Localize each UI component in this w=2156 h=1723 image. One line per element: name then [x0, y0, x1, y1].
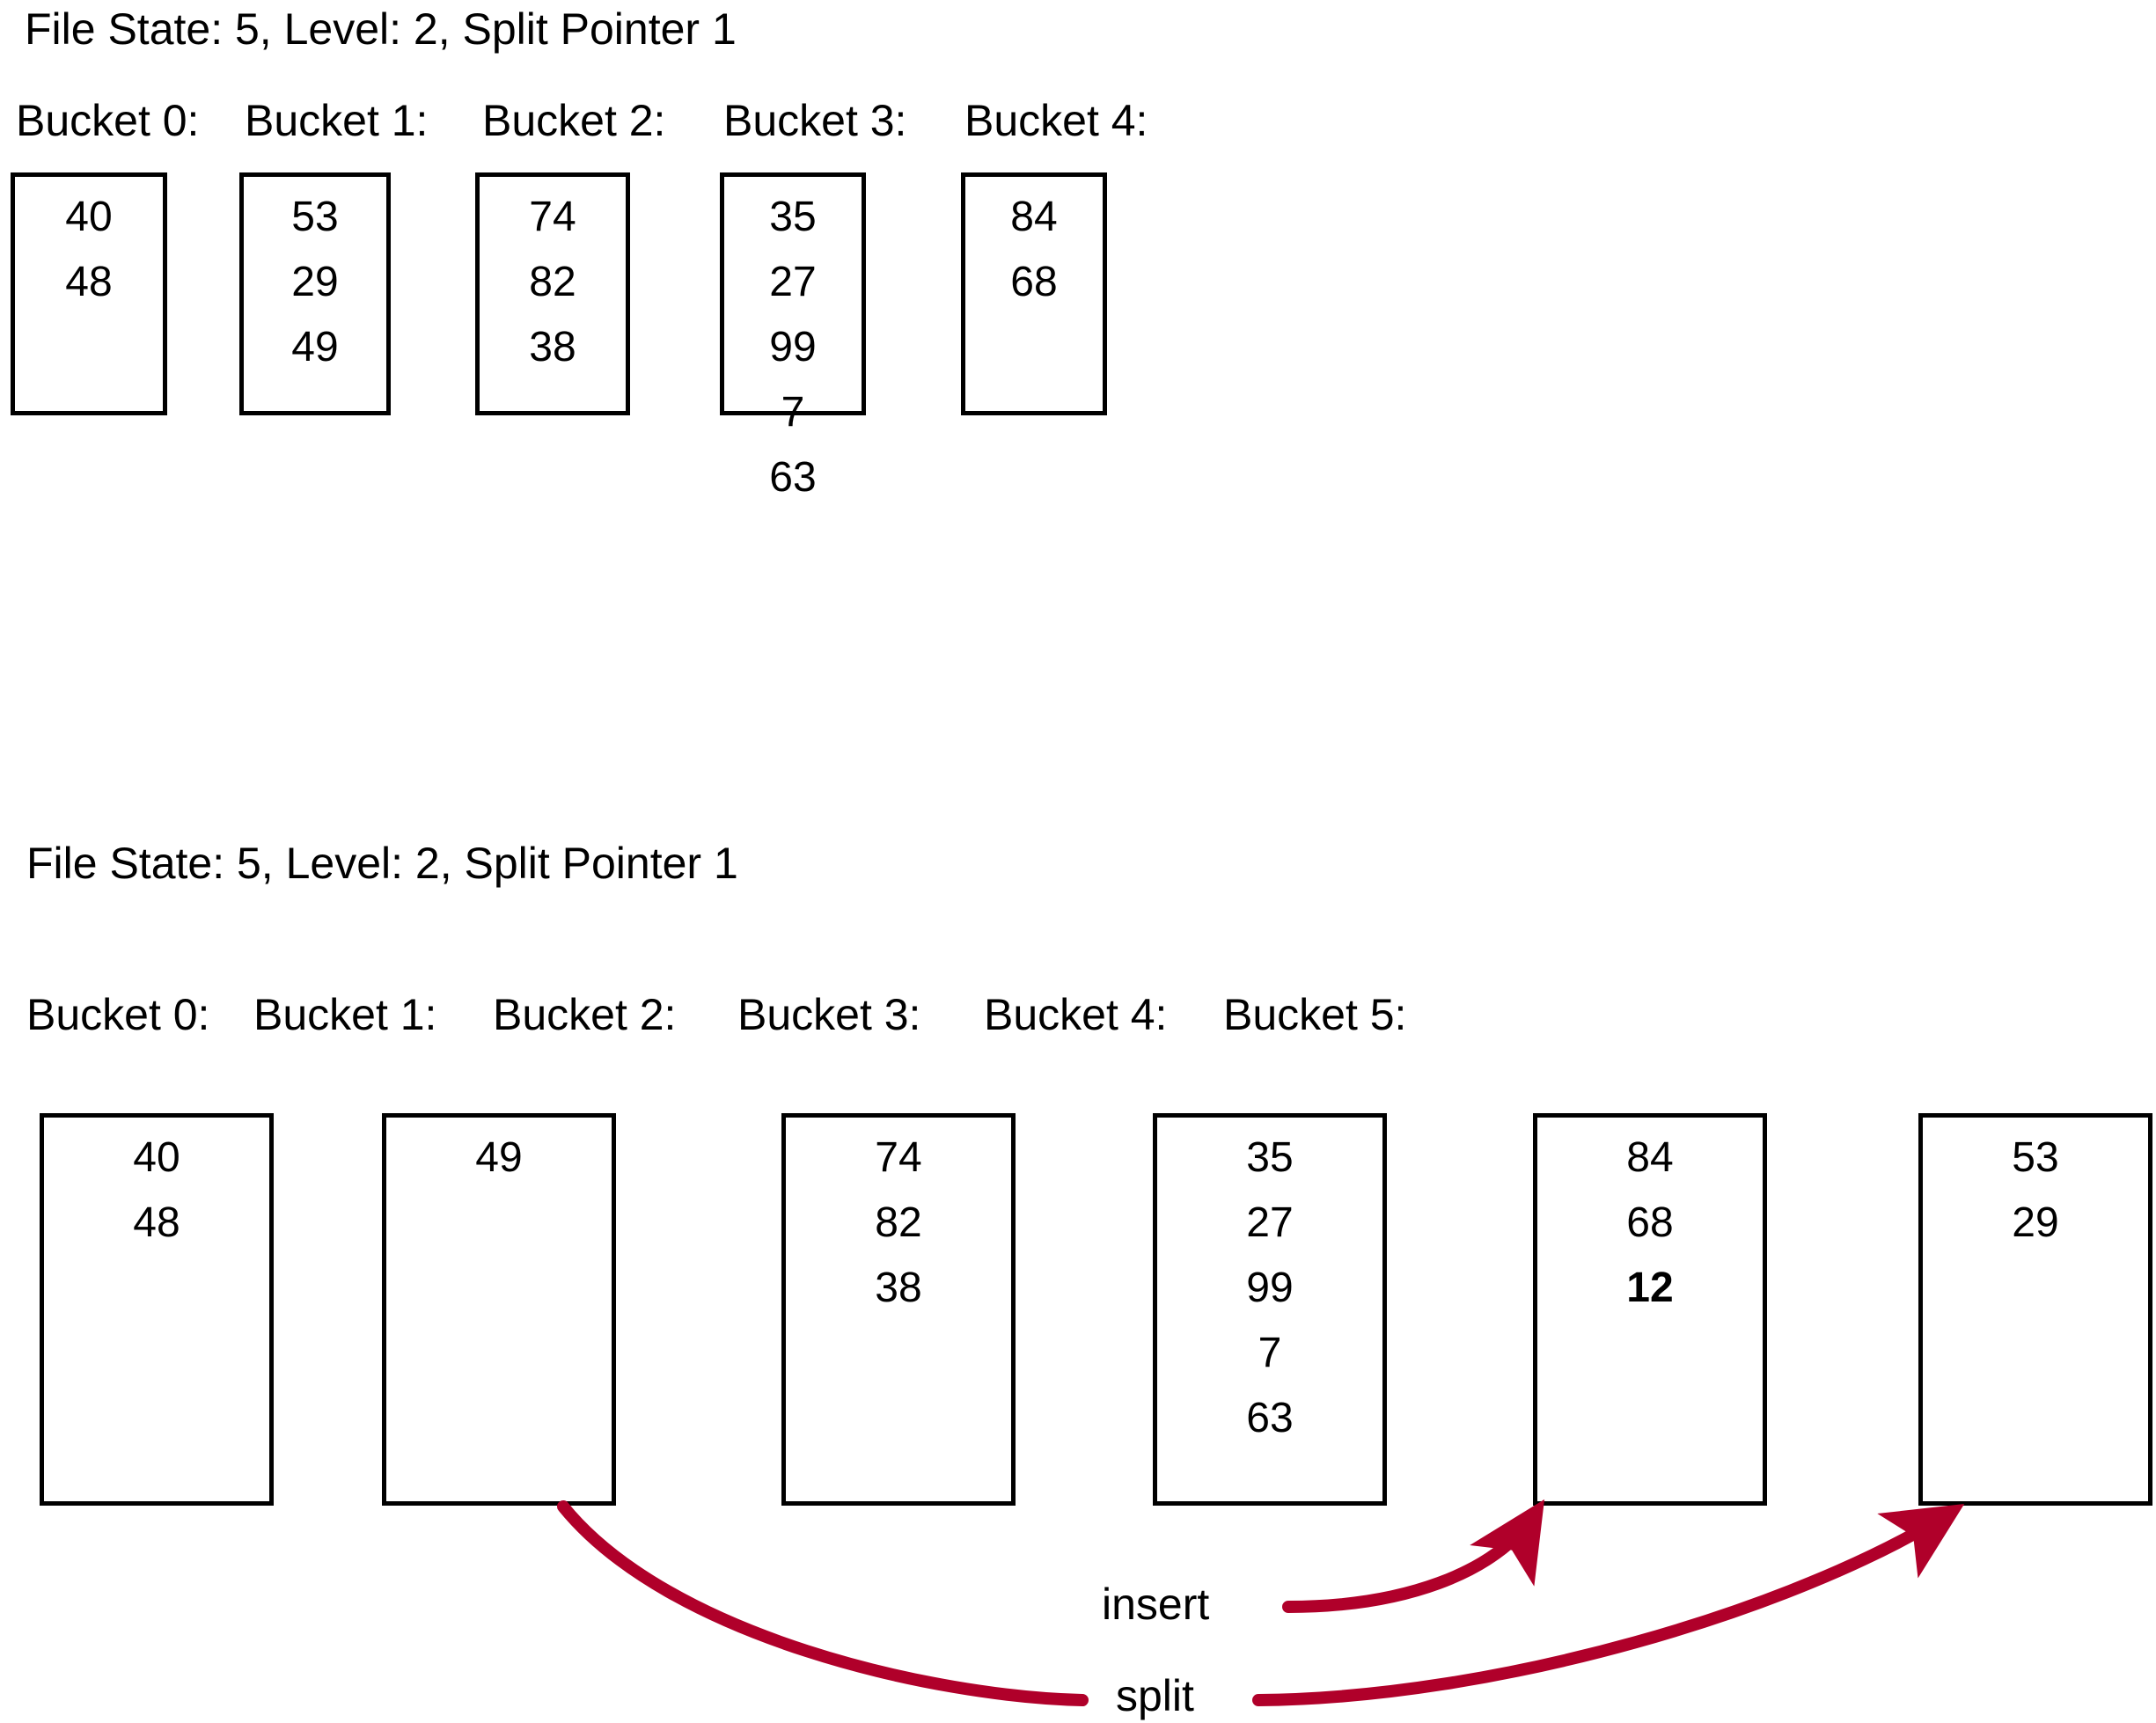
bucket-label-before-1: Bucket 1: — [245, 96, 429, 145]
split-arrow-left-segment — [557, 1500, 1089, 1706]
bucket-value: 35 — [769, 194, 817, 240]
bucket-box-before-0: 40 48 — [11, 172, 167, 415]
bucket-value: 7 — [781, 389, 805, 436]
bucket-values-after-3: 35 27 99 7 63 — [1157, 1137, 1382, 1463]
bucket-value: 82 — [875, 1199, 922, 1246]
bucket-label-before-4: Bucket 4: — [964, 96, 1148, 145]
bucket-values-after-0: 40 48 — [44, 1137, 269, 1267]
bucket-value: 84 — [1010, 194, 1058, 240]
bucket-value: 29 — [291, 259, 339, 305]
bucket-values-before-2: 74 82 38 — [480, 196, 626, 392]
bucket-value: 48 — [133, 1199, 180, 1246]
bucket-value: 63 — [769, 454, 817, 501]
bucket-values-before-1: 53 29 49 — [244, 196, 386, 392]
bucket-value: 63 — [1246, 1395, 1294, 1441]
bucket-value: 27 — [769, 259, 817, 305]
bucket-values-after-4: 84 68 12 — [1537, 1137, 1763, 1332]
bucket-value: 38 — [875, 1265, 922, 1311]
bucket-values-before-0: 40 48 — [15, 196, 163, 326]
bucket-value: 35 — [1246, 1134, 1294, 1181]
bucket-value: 74 — [529, 194, 576, 240]
insert-arrow — [1282, 1499, 1545, 1613]
bucket-box-before-2: 74 82 38 — [475, 172, 630, 415]
bucket-value: 84 — [1626, 1134, 1674, 1181]
insert-annotation-label: insert — [1102, 1580, 1210, 1629]
bucket-value: 82 — [529, 259, 576, 305]
bucket-label-after-5: Bucket 5: — [1223, 990, 1407, 1039]
bucket-value-inserted: 12 — [1626, 1265, 1674, 1311]
bucket-box-after-5: 53 29 — [1918, 1113, 2152, 1506]
file-state-title-after: File State: 5, Level: 2, Split Pointer 1 — [26, 839, 738, 888]
bucket-label-before-0: Bucket 0: — [16, 96, 200, 145]
bucket-value: 53 — [2012, 1134, 2059, 1181]
bucket-label-after-3: Bucket 3: — [737, 990, 921, 1039]
bucket-value: 68 — [1010, 259, 1058, 305]
bucket-value: 49 — [475, 1134, 523, 1181]
bucket-value: 74 — [875, 1134, 922, 1181]
bucket-value: 38 — [529, 324, 576, 370]
bucket-values-after-1: 49 — [386, 1137, 612, 1202]
split-annotation-label: split — [1116, 1671, 1194, 1720]
bucket-values-after-5: 53 29 — [1923, 1137, 2148, 1267]
bucket-box-after-4: 84 68 12 — [1533, 1113, 1767, 1506]
bucket-values-after-2: 74 82 38 — [786, 1137, 1011, 1332]
bucket-box-after-0: 40 48 — [40, 1113, 274, 1506]
file-state-title-before: File State: 5, Level: 2, Split Pointer 1 — [25, 4, 737, 54]
bucket-label-after-0: Bucket 0: — [26, 990, 210, 1039]
bucket-value: 27 — [1246, 1199, 1294, 1246]
bucket-label-after-1: Bucket 1: — [253, 990, 437, 1039]
bucket-values-before-4: 84 68 — [965, 196, 1103, 326]
bucket-box-before-4: 84 68 — [961, 172, 1107, 415]
bucket-values-before-3: 35 27 99 7 63 — [724, 196, 862, 522]
bucket-value: 68 — [1626, 1199, 1674, 1246]
bucket-value: 40 — [133, 1134, 180, 1181]
bucket-value: 7 — [1258, 1330, 1282, 1376]
bucket-label-before-2: Bucket 2: — [482, 96, 666, 145]
bucket-value: 49 — [291, 324, 339, 370]
bucket-label-after-4: Bucket 4: — [984, 990, 1168, 1039]
bucket-box-after-1: 49 — [382, 1113, 616, 1506]
split-arrow-right-segment — [1252, 1504, 1965, 1706]
bucket-value: 99 — [1246, 1265, 1294, 1311]
bucket-label-before-3: Bucket 3: — [723, 96, 907, 145]
bucket-value: 99 — [769, 324, 817, 370]
bucket-label-after-2: Bucket 2: — [493, 990, 677, 1039]
bucket-value: 48 — [65, 259, 113, 305]
bucket-box-before-1: 53 29 49 — [239, 172, 391, 415]
bucket-value: 29 — [2012, 1199, 2059, 1246]
bucket-box-after-3: 35 27 99 7 63 — [1153, 1113, 1387, 1506]
bucket-value: 40 — [65, 194, 113, 240]
bucket-box-after-2: 74 82 38 — [781, 1113, 1016, 1506]
bucket-value: 53 — [291, 194, 339, 240]
bucket-box-before-3: 35 27 99 7 63 — [720, 172, 866, 499]
